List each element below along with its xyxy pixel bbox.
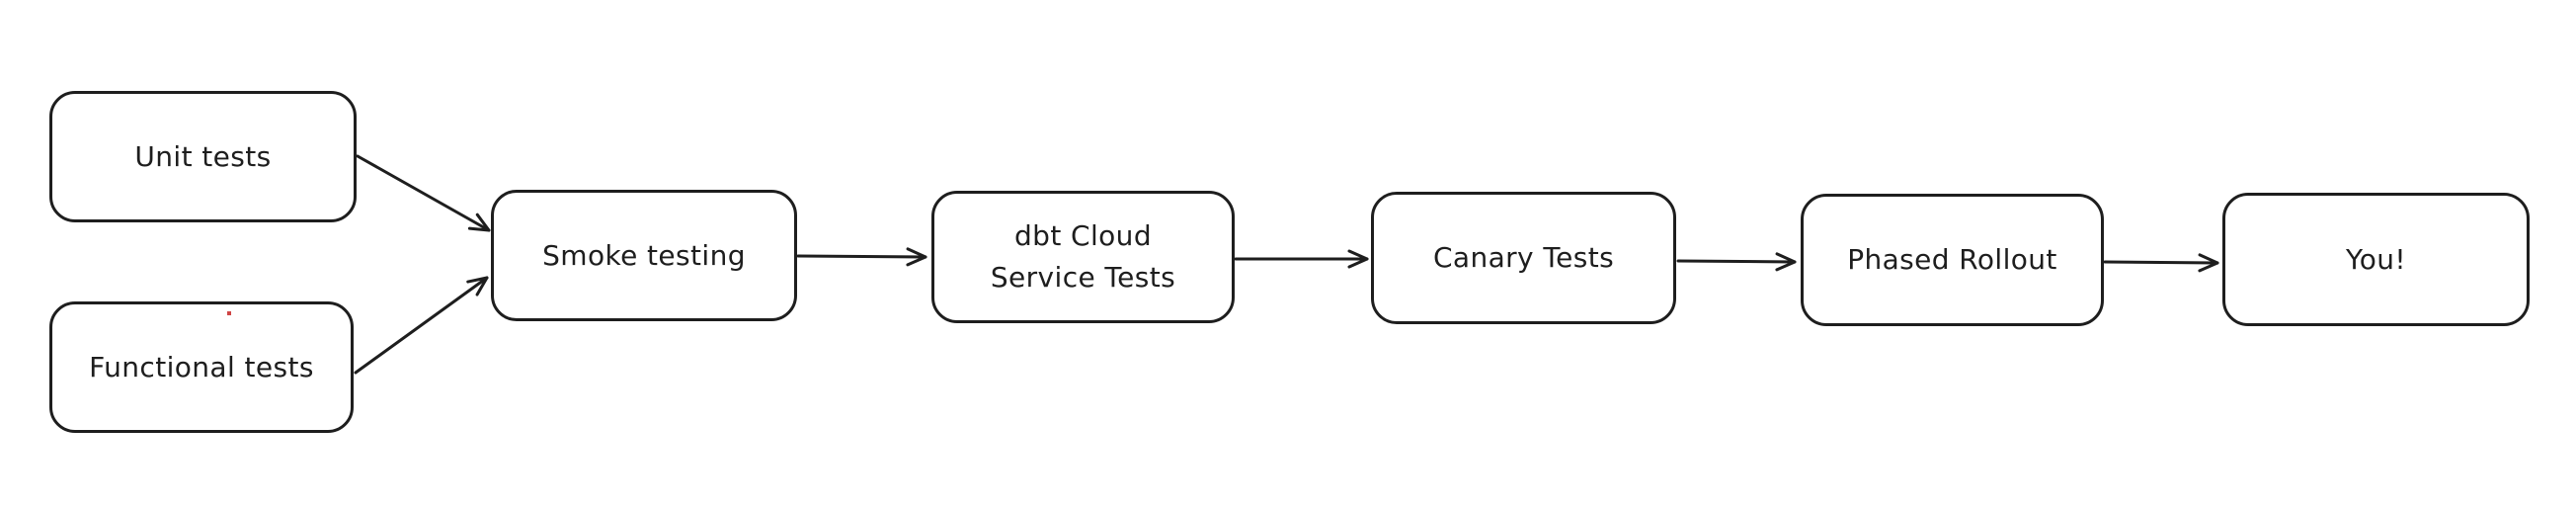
node-canary-tests-label: Canary Tests	[1432, 241, 1615, 274]
node-canary-tests: Canary Tests	[1371, 192, 1676, 324]
node-unit-tests: Unit tests	[49, 91, 357, 222]
node-unit-tests-label: Unit tests	[134, 139, 272, 173]
node-smoke-testing: Smoke testing	[491, 190, 797, 321]
arrow-functional-tests-to-smoke-testing	[354, 276, 489, 375]
arrow-canary-tests-to-phased-rollout	[1676, 252, 1797, 272]
arrow-unit-tests-to-smoke-testing	[356, 154, 491, 232]
node-you-label: You!	[2345, 242, 2407, 276]
node-you: You!	[2222, 193, 2530, 326]
node-phased-rollout-label: Phased Rollout	[1847, 243, 2057, 276]
node-functional-tests-label: Functional tests	[89, 350, 314, 383]
arrow-phased-rollout-to-you	[2103, 253, 2219, 273]
node-dbt-cloud-service-tests: dbt Cloud Service Tests	[931, 191, 1235, 323]
node-functional-tests: Functional tests	[49, 301, 354, 433]
arrow-smoke-testing-to-dbt-cloud	[796, 247, 927, 267]
node-dbt-cloud-service-tests-label: dbt Cloud Service Tests	[990, 219, 1176, 294]
node-smoke-testing-label: Smoke testing	[542, 238, 746, 272]
node-phased-rollout: Phased Rollout	[1801, 194, 2104, 326]
red-dot-artifact	[227, 311, 231, 315]
